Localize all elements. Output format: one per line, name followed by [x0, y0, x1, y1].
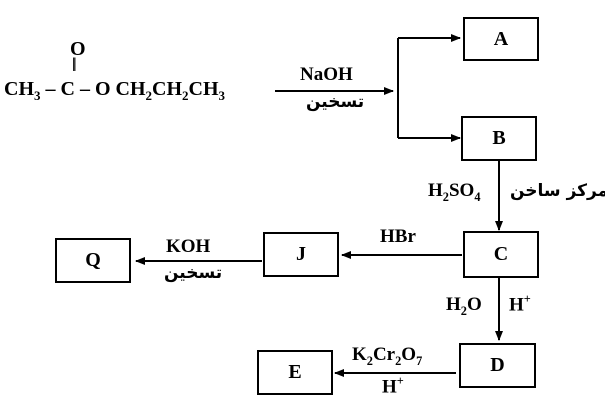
condition-heat-naoh: تسخين	[306, 92, 365, 112]
box-c: C	[463, 231, 539, 278]
box-e: E	[257, 350, 333, 395]
box-b: B	[461, 116, 537, 161]
box-d: D	[459, 343, 536, 388]
condition-heat-koh: تسخين	[164, 263, 223, 283]
box-a: A	[463, 17, 539, 61]
box-q: Q	[55, 238, 131, 283]
reagent-hbr: HBr	[380, 226, 416, 247]
condition-concentrated-hot: مركز ساخن	[510, 181, 605, 201]
reagent-h-plus-hydration: H+	[509, 292, 531, 316]
reagent-koh: KOH	[166, 236, 211, 257]
reagent-h2so4: H2SO4	[428, 180, 481, 204]
box-j: J	[263, 232, 339, 277]
reagent-k2cr2o7: K2Cr2O7	[352, 344, 423, 368]
reactant-formula: CH3 – C – O CH2CH2CH3	[4, 78, 225, 103]
reagent-h2o: H2O	[446, 294, 482, 318]
reagent-h-plus-oxidation: H+	[382, 374, 404, 398]
carbonyl-double-bond: ||	[72, 56, 76, 72]
carbonyl-oxygen: O	[70, 38, 86, 60]
reagent-naoh: NaOH	[300, 64, 353, 85]
